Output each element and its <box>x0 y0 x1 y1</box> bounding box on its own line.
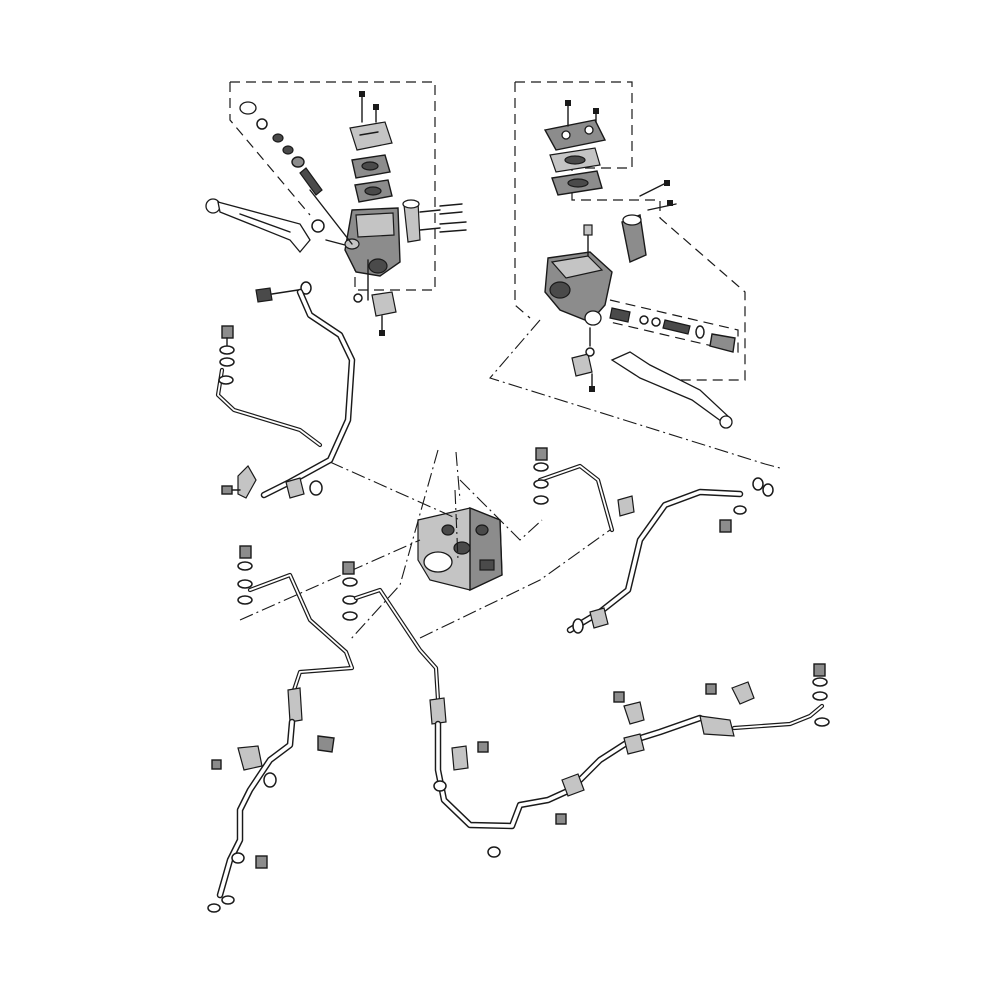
left-diaphragm <box>351 154 393 203</box>
front-hose-right <box>533 447 774 634</box>
left-banjo-bolt <box>255 281 312 303</box>
left-piston-parts <box>239 101 353 245</box>
right-piston-parts <box>609 307 736 353</box>
right-mirror-mount <box>621 180 677 263</box>
right-master-cylinder-body <box>544 224 613 326</box>
abs-modulator <box>417 506 503 592</box>
separator-line <box>455 451 461 501</box>
right-master-cylinder-group <box>489 81 781 469</box>
centre-pipe <box>342 561 704 858</box>
left-group-boundary <box>229 81 436 291</box>
right-reservoir-cap <box>543 100 607 151</box>
left-reservoir-cap <box>349 91 393 151</box>
rear-left-pipe <box>207 545 355 913</box>
leader-lines <box>239 449 611 641</box>
left-master-cylinder-body <box>325 207 401 277</box>
left-brake-lever <box>205 198 325 254</box>
left-master-cylinder-group <box>205 81 467 336</box>
left-brake-switch <box>353 259 397 336</box>
left-mirror-mount <box>402 199 467 243</box>
right-group-boundary <box>514 81 746 381</box>
rear-right-pipe <box>699 663 830 737</box>
right-brake-switch <box>571 327 595 392</box>
right-diaphragm <box>549 147 603 196</box>
right-brake-lever <box>610 351 733 429</box>
front-hose-left <box>215 288 356 499</box>
